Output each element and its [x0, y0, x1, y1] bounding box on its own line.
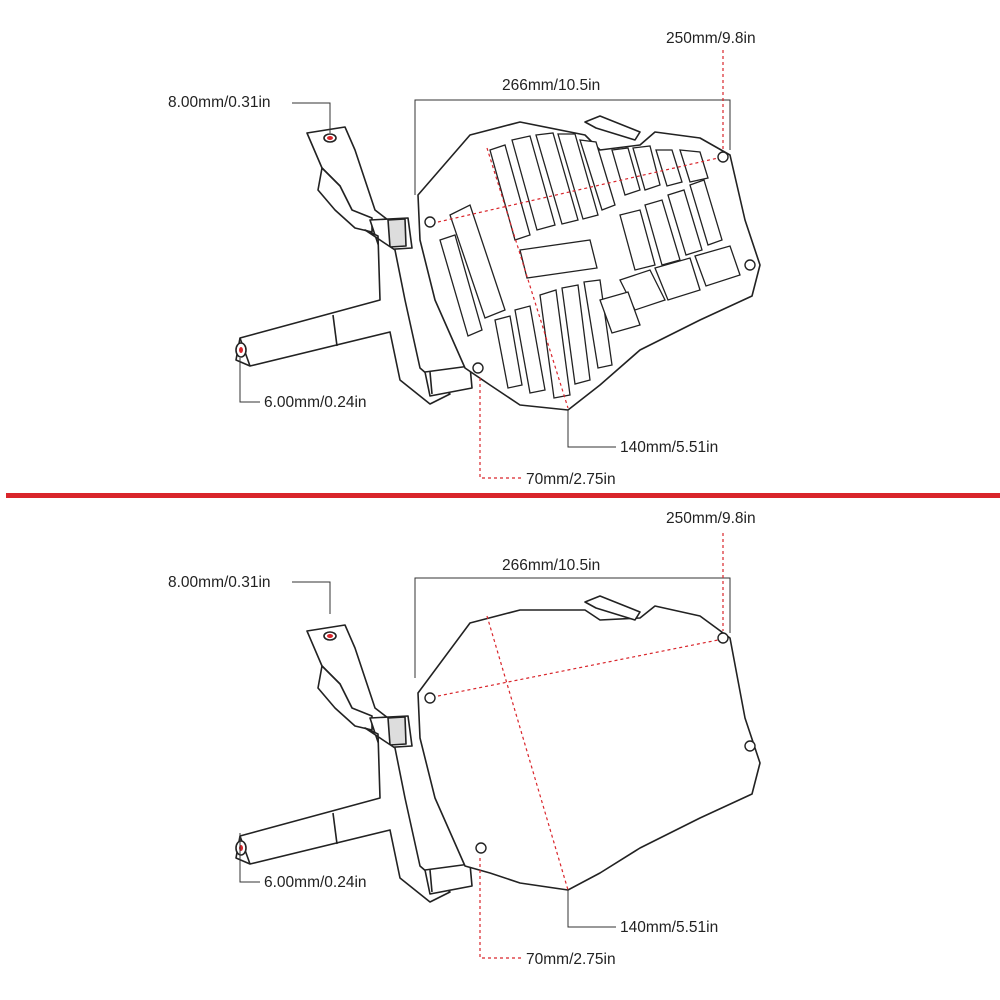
dimension-label-hole-upper: 8.00mm/0.31in — [168, 574, 271, 591]
dimension-label-width-overall: 266mm/10.5in — [502, 557, 601, 574]
mounting-bracket — [235, 624, 473, 903]
mounting-bracket — [235, 126, 473, 405]
dimension-label-width-top: 250mm/9.8in — [666, 510, 756, 527]
top-panel-grille-guard: 250mm/9.8in 266mm/10.5in 8.00mm/0.31in 6… — [0, 0, 1000, 495]
dimension-label-width-overall: 266mm/10.5in — [502, 77, 601, 94]
solid-shield-drawing — [235, 533, 761, 959]
dimension-label-hole-lower: 6.00mm/0.24in — [264, 874, 367, 891]
shield-plate — [417, 595, 761, 891]
dimension-label-height: 140mm/5.51in — [620, 919, 719, 936]
dimension-label-hole-lower: 6.00mm/0.24in — [264, 394, 367, 411]
dimension-lines — [239, 50, 731, 479]
dimension-label-offset: 70mm/2.75in — [526, 951, 616, 968]
dimension-label-offset: 70mm/2.75in — [526, 471, 616, 488]
grille-guard-drawing — [235, 50, 761, 479]
bottom-panel-solid-shield: 250mm/9.8in 266mm/10.5in 8.00mm/0.31in 6… — [0, 498, 1000, 993]
mounting-holes — [424, 632, 756, 854]
mounting-holes — [424, 151, 756, 374]
dimension-lines — [239, 533, 731, 959]
dimension-label-width-top: 250mm/9.8in — [666, 30, 756, 47]
grille-slats — [439, 132, 741, 399]
panel-divider — [6, 493, 1000, 498]
dimension-label-hole-upper: 8.00mm/0.31in — [168, 94, 271, 111]
dimension-label-height: 140mm/5.51in — [620, 439, 719, 456]
